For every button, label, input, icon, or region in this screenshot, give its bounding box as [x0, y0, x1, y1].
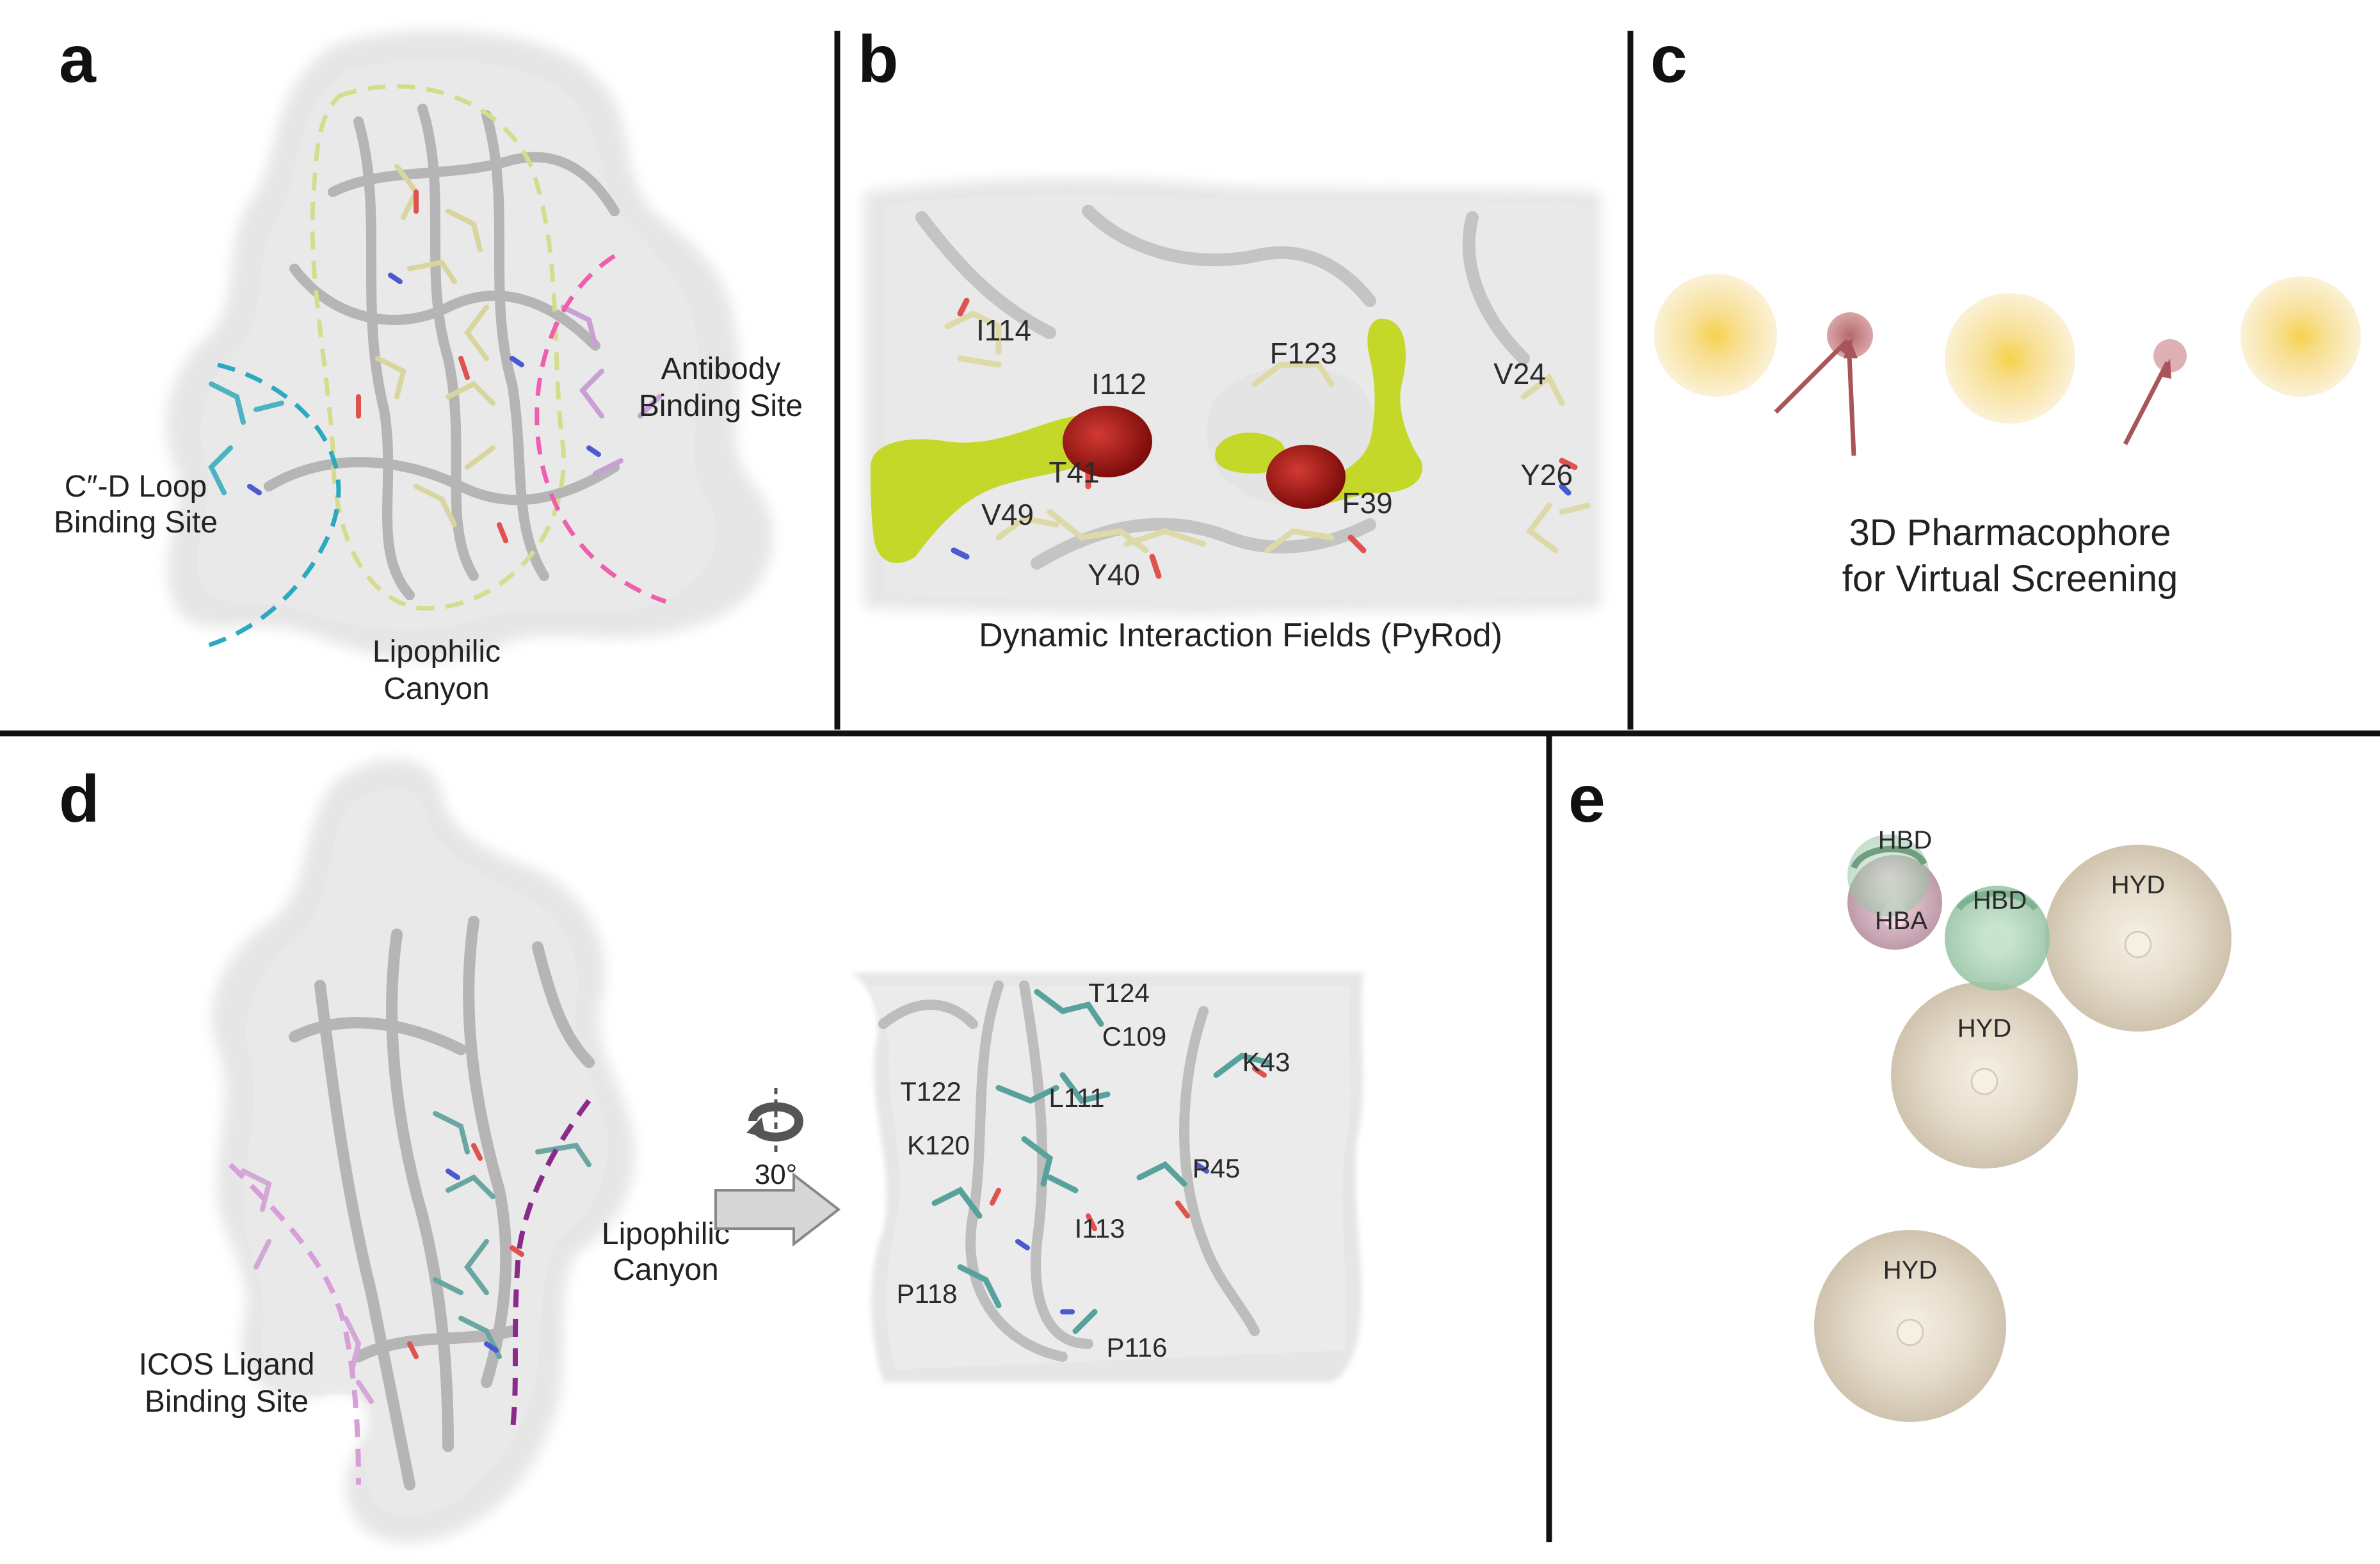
loop-site-outline [204, 362, 341, 649]
panel-d: d Lipophilic Canyon ICOS Ligand Binding … [59, 758, 1363, 1543]
residue-l111: L111 [1049, 1083, 1104, 1113]
site-outlines-d [229, 1099, 591, 1485]
panel-c-letter: c [1650, 22, 1687, 97]
rotation-angle-label: 30° [755, 1159, 798, 1190]
panel-b: b I114 I112 F123 V24 [858, 22, 1600, 654]
hbond-field-1 [1063, 406, 1152, 477]
protein-surface-d [212, 758, 635, 1543]
hbd-sphere-right [1945, 886, 2050, 991]
residue-k43: K43 [1242, 1047, 1291, 1077]
site-outlines-a [204, 84, 667, 649]
hydrophobic-field-left [871, 415, 1106, 563]
panel-dividers [0, 31, 2380, 1542]
panel-c-caption-line1: 3D Pharmacophore [1849, 512, 2171, 554]
icos-label-line2: Binding Site [145, 1385, 309, 1419]
loop-label-line1: C″-D Loop [65, 470, 207, 504]
residue-c109: C109 [1102, 1021, 1166, 1051]
antibody-label-line1: Antibody [661, 352, 781, 386]
panel-c: c 3D Pharmacophore for Virtual Screening [1650, 22, 2361, 600]
sticks-d [241, 1111, 591, 1404]
residue-labels-b: I114 I112 F123 V24 T41 V49 F39 Y26 Y40 [976, 314, 1573, 591]
panel-d-letter: d [59, 762, 100, 836]
panel-e-letter: e [1568, 762, 1605, 836]
protein-surface-a [166, 30, 773, 662]
panel-b-caption: Dynamic Interaction Fields (PyRod) [979, 617, 1502, 654]
protein-surface-b [864, 179, 1600, 615]
panel-a-letter: a [59, 22, 97, 97]
residue-i113: I113 [1075, 1213, 1125, 1243]
residue-t41: T41 [1049, 456, 1099, 489]
hydrophobic-sphere-3 [2240, 276, 2361, 397]
panel-b-letter: b [858, 22, 899, 97]
icos-outline-d [229, 1163, 361, 1485]
hydrophobic-field-right [1296, 319, 1422, 506]
ribbon-a [264, 104, 620, 600]
canyon-label-line1: Lipophilic [373, 635, 501, 669]
feature-label-hyd-middle: HYD [1958, 1014, 2011, 1042]
interaction-fields [871, 319, 1422, 563]
residue-v24: V24 [1493, 357, 1546, 390]
hbond-acceptor-vector-2 [2123, 339, 2187, 445]
residue-i112: I112 [1091, 367, 1146, 401]
hbond-acceptor-vector-1 [1774, 312, 1873, 456]
panel-c-caption-line2: for Virtual Screening [1842, 558, 2178, 600]
residue-f123: F123 [1270, 337, 1337, 370]
feature-label-hba: HBA [1875, 907, 1928, 935]
residue-t124: T124 [1088, 978, 1150, 1008]
hyd-sphere-right [2045, 845, 2231, 1032]
hydrophobic-field-mid [1215, 433, 1285, 474]
residue-p116: P116 [1107, 1332, 1168, 1362]
residue-i114: I114 [976, 314, 1031, 347]
canyon-label-d-line1: Lipophilic [602, 1217, 730, 1251]
sticks-a [208, 164, 662, 543]
feature-label-hyd-bottom: HYD [1883, 1256, 1937, 1284]
residue-labels-d: T124 C109 K43 T122 L111 K120 P45 I113 P1… [897, 978, 1291, 1362]
antibody-site-outline [535, 254, 667, 604]
lipophilic-canyon-outline [310, 84, 566, 611]
hydrophobic-sphere-2 [1945, 293, 2075, 424]
hyd-sphere-bottom [1814, 1230, 2006, 1422]
rotation-icon [746, 1088, 804, 1152]
residue-y40: Y40 [1088, 558, 1140, 591]
hyd-sphere-middle [1891, 982, 2078, 1169]
feature-label-hyd-right: HYD [2111, 871, 2165, 899]
panel-a: a Antibody Binding Site C″-D Lo [54, 22, 803, 706]
residue-v49: V49 [981, 498, 1034, 531]
sticks-b [944, 298, 1591, 579]
residue-f39: F39 [1342, 486, 1392, 520]
loop-label-line2: Binding Site [54, 506, 218, 539]
ribbon-d [289, 916, 595, 1490]
feature-label-hbd-1: HBD [1878, 826, 1932, 854]
canyon-outline-d [510, 1099, 591, 1434]
canyon-label-line2: Canyon [383, 672, 489, 706]
residue-p45: P45 [1193, 1153, 1241, 1183]
canyon-label-d-line2: Canyon [613, 1253, 718, 1287]
feature-label-hbd-2: HBD [1973, 886, 2027, 914]
hbond-field-2 [1266, 445, 1346, 509]
icos-label-line1: ICOS Ligand [139, 1348, 315, 1382]
right-arrow-icon [714, 1172, 841, 1247]
antibody-label-line2: Binding Site [639, 389, 803, 423]
residue-t122: T122 [900, 1076, 961, 1106]
hydrophobic-sphere-1 [1654, 274, 1777, 397]
residue-k120: K120 [907, 1130, 970, 1160]
residue-p118: P118 [897, 1279, 958, 1309]
panel-e: e HBD HBA HBD HYD HYD H [1568, 762, 2231, 1422]
hbd-sphere-left [1847, 834, 1929, 916]
zoom-view-d [851, 973, 1363, 1382]
residue-y26: Y26 [1520, 458, 1573, 491]
